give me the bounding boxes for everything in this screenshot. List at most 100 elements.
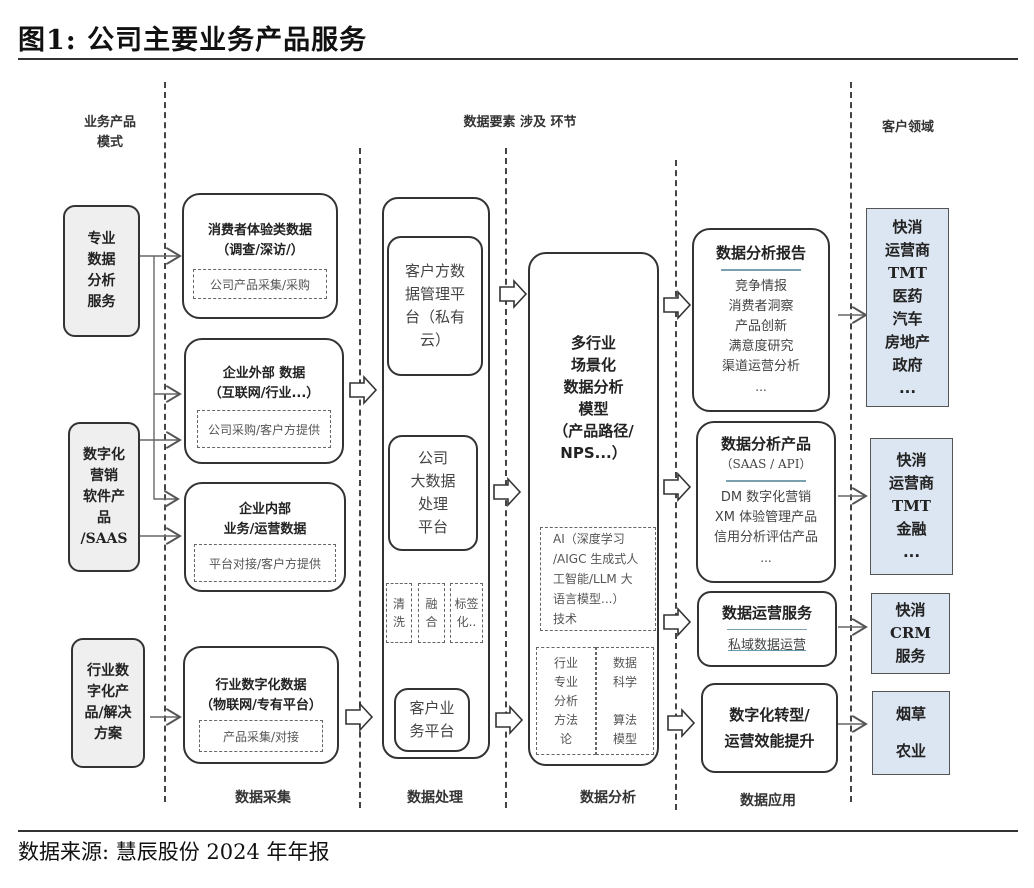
process-line: 客户方数 [404, 262, 465, 280]
process-line: 大数据 [410, 472, 456, 490]
mode-line: 专业 [87, 231, 116, 247]
apply-title: 数字化转型/ [729, 706, 810, 724]
process-line: 客户业 [409, 699, 455, 717]
block-arrow-process-to-analyze [495, 704, 524, 736]
title-rule [18, 58, 1018, 60]
model-line: 模型 [578, 400, 609, 418]
header-customer: 客户领域 [881, 120, 934, 135]
source-note: 数据来源: 慧辰股份 2024 年年报 [18, 840, 330, 864]
stage-label-apply: 数据应用 [740, 793, 796, 809]
ai-line: /AIGC 生成式人 [553, 552, 639, 566]
separator-line [359, 148, 361, 808]
collect-box-industry-data: 行业数字化数据 （物联网/专有平台） 产品采集/对接 [183, 646, 339, 764]
apply-title: 运营效能提升 [724, 732, 815, 750]
header-mode-line: 模式 [96, 135, 123, 150]
apply-item: 渠道运营分析 [721, 358, 800, 374]
customer-item: TMT [888, 263, 927, 282]
stage-label-collect: 数据采集 [235, 790, 291, 806]
mode-line: 软件产 [83, 488, 125, 505]
customer-box-ops: 快消 CRM 服务 [871, 593, 950, 674]
mode-line: 行业数 [87, 663, 129, 679]
mode-box-digital-marketing-saas: 数字化 营销 软件产 品 /SAAS [68, 422, 140, 572]
mode-line: 品/解决 [84, 705, 132, 721]
customer-box-transform: 烟草 农业 [872, 691, 950, 775]
apply-item: 信用分析评估产品 [713, 529, 818, 545]
step-line: 清 [392, 597, 405, 611]
ai-line: 语言模型...） [553, 592, 625, 606]
analyze-container: 多行业 场景化 数据分析 模型 （产品路径/ NPS...） [528, 252, 659, 766]
method-line: 专业 [553, 674, 578, 689]
customer-item: 快消 [896, 451, 927, 469]
process-company-bigdata-platform: 公司 大数据 处理 平台 [388, 435, 478, 551]
apply-title: 数据分析产品 [720, 435, 811, 453]
figure-title: 图1: 公司主要业务产品服务 [18, 25, 368, 56]
step-line: 标签 [454, 597, 479, 611]
customer-item: 医药 [892, 286, 923, 305]
ai-line: 技术 [553, 612, 578, 626]
customer-item: 快消 [895, 601, 926, 619]
apply-title: 数据运营服务 [721, 603, 812, 622]
apply-item: 产品创新 [734, 318, 787, 334]
model-line: 场景化 [570, 356, 616, 374]
header-elements: 数据要素 涉及 环节 [463, 115, 577, 130]
apply-box-analysis-product: 数据分析产品 （SAAS / API） DM 数字化营销 XM 体验管理产品 信… [696, 421, 836, 583]
science-line: 数据 [612, 655, 637, 670]
collect-box-internal-data: 企业内部 业务/运营数据 平台对接/客户方提供 [184, 482, 346, 592]
mode-line: 服务 [87, 294, 116, 310]
block-arrow-analyze-to-transform [667, 707, 696, 739]
analyze-model: 多行业 场景化 数据分析 模型 （产品路径/ NPS...） [553, 332, 633, 464]
apply-box-analysis-report: 数据分析报告 竞争情报 消费者洞察 产品创新 满意度研究 渠道运营分析 ... [692, 228, 830, 412]
separator-line [675, 160, 677, 810]
apply-item: 竞争情报 [734, 278, 787, 294]
header-mode-line: 业务产品 [83, 115, 136, 130]
arrow-mode1-to-internal [153, 394, 178, 499]
customer-item: 运营商 [888, 474, 934, 492]
process-line: 云） [419, 331, 450, 349]
process-line: 公司 [417, 449, 448, 467]
process-step-merge: 融 合 [418, 583, 445, 643]
separator-line [505, 148, 507, 808]
process-line: 务平台 [409, 722, 455, 740]
analyze-data-science: 数据 科学 算法 模型 [596, 647, 654, 755]
process-line: 台（私有 [404, 308, 465, 326]
customer-item: 快消 [892, 217, 923, 236]
mode-box-industry-digital-solution: 行业数 字化产 品/解决 方案 [71, 638, 145, 768]
header-mode: 业务产品 模式 [70, 113, 150, 153]
block-arrow-analyze-to-report [663, 289, 692, 321]
customer-item: 房地产 [884, 332, 930, 351]
collect-title: 企业外部 数据 [222, 366, 306, 381]
analyze-industry-methodology: 行业 专业 分析 方法 论 [536, 647, 596, 755]
customer-item: ... [902, 543, 921, 561]
apply-item: ... [755, 379, 767, 394]
collect-title: 企业内部 [238, 502, 291, 517]
model-line: 数据分析 [563, 378, 624, 396]
analyze-ai-tech: AI（深度学习 /AIGC 生成式人 工智能/LLM 大 语言模型...） 技术 [540, 527, 656, 631]
apply-title: 数据分析报告 [715, 244, 806, 262]
collect-title: 行业数字化数据 [215, 678, 307, 693]
science-line: 算法 [612, 712, 637, 727]
arrow-mode1-to-external [153, 256, 180, 394]
method-line: 方法 [553, 712, 578, 727]
apply-item: DM 数字化营销 [720, 489, 812, 505]
title-underline [726, 480, 806, 482]
title-underline [721, 269, 801, 271]
process-line: 据管理平 [404, 285, 465, 303]
method-line: 行业 [553, 655, 578, 670]
apply-item: XM 体验管理产品 [714, 509, 818, 525]
collect-source-tag: 公司产品采集/采购 [193, 269, 327, 299]
collect-subtitle: 业务/运营数据 [223, 522, 307, 537]
customer-item: 服务 [895, 647, 926, 665]
mode-box-pro-data-analysis: 专业 数据 分析 服务 [63, 205, 140, 337]
apply-item: 消费者洞察 [728, 298, 794, 314]
block-arrow-analyze-to-product [663, 471, 692, 503]
mode-line: 数据 [87, 252, 116, 268]
block-arrow-process-to-analyze [493, 476, 522, 508]
collect-title: 消费者体验类数据 [207, 223, 312, 238]
model-line: （产品路径/ [553, 422, 634, 440]
process-step-tag: 标签 化.. [450, 583, 483, 643]
process-line: 平台 [417, 518, 448, 536]
apply-subtitle: （SAAS / API） [720, 457, 812, 471]
customer-box-report: 快消 运营商 TMT 医药 汽车 房地产 政府 ... [866, 208, 949, 407]
science-line: 科学 [612, 674, 637, 689]
collect-box-external-data: 企业外部 数据 （互联网/行业...） 公司采购/客户方提供 [184, 338, 344, 464]
